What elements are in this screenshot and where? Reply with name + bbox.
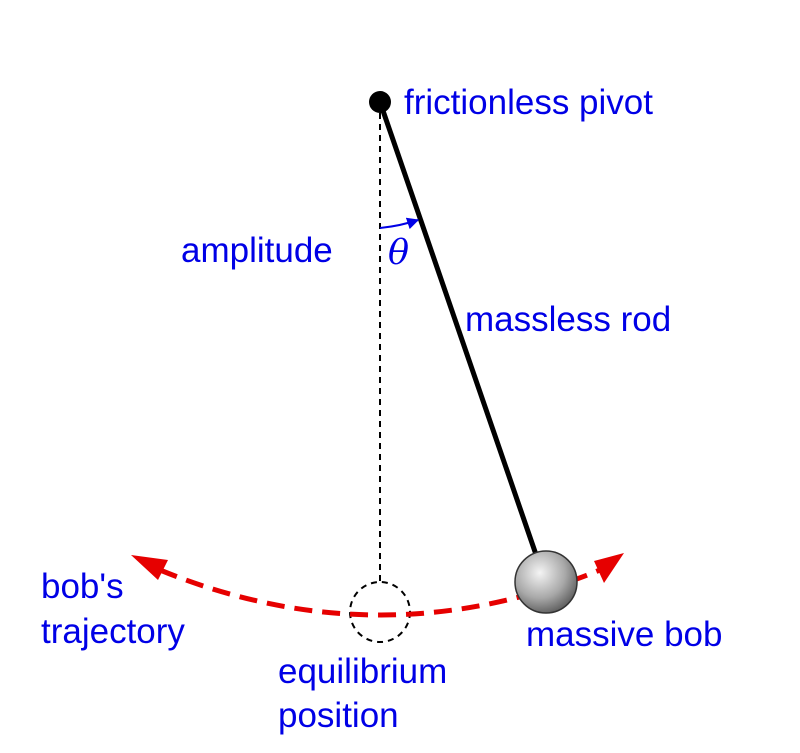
massless-rod [377,101,545,573]
trajectory-arrowhead-left [131,555,168,580]
equilibrium-label-line2: position [278,696,399,735]
trajectory-label-line1: bob's [41,567,124,606]
amplitude-label: amplitude [181,231,333,270]
theta-symbol: θ [388,233,409,273]
trajectory-label-line2: trajectory [41,612,185,651]
massive-bob [514,550,578,614]
pivot-label: frictionless pivot [404,83,653,122]
trajectory-arrowhead-right [594,553,624,583]
equilibrium-label-line1: equilibrium [278,652,447,691]
amplitude-angle-arc [379,217,420,230]
trajectory-arc [159,567,601,618]
bob-label: massive bob [526,615,722,654]
pivot-point [369,91,391,113]
rod-label: massless rod [465,300,671,339]
equilibrium-position-circle [349,581,411,643]
